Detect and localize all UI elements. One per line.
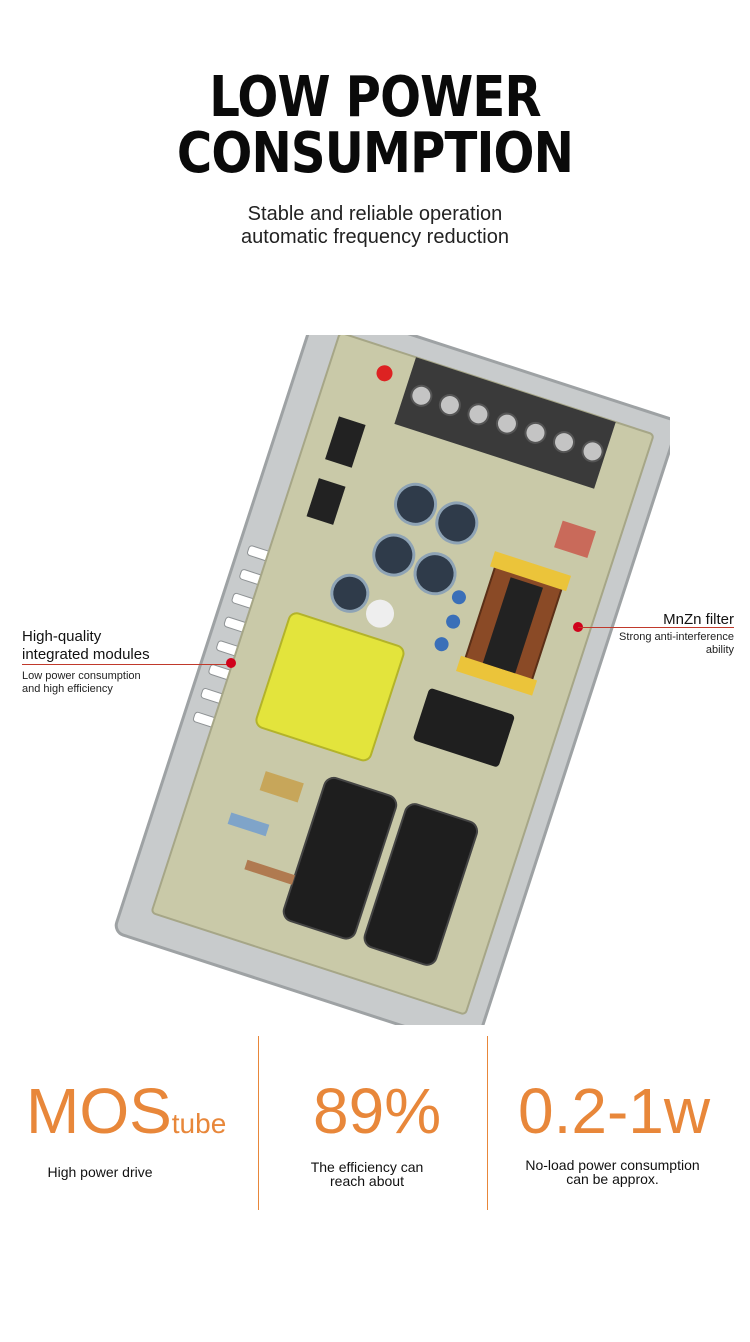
- callout-right-line: [578, 627, 734, 628]
- stat-efficiency-desc: The efficiency can reach about: [287, 1160, 447, 1188]
- callout-right-desc: Strong anti-interference ability: [619, 631, 734, 657]
- stat-noload-value: 0.2-1w: [518, 1075, 711, 1147]
- callout-left-desc-line-1: Low power consumption: [22, 670, 141, 682]
- stat-mos-desc: High power drive: [20, 1165, 180, 1179]
- page-title: LOW POWER CONSUMPTION: [53, 70, 698, 182]
- subtitle-line-2: automatic frequency reduction: [241, 226, 509, 248]
- callout-left-title: High-quality integrated modules: [22, 628, 150, 664]
- transformer: [255, 612, 405, 762]
- callout-right-desc-line-1: Strong anti-interference: [619, 631, 734, 643]
- stats-divider-1: [258, 1036, 259, 1210]
- callout-left-line: [22, 664, 232, 665]
- callout-left-desc: Low power consumption and high efficienc…: [22, 670, 141, 696]
- stat-mos-value: MOStube: [26, 1079, 226, 1156]
- stat-noload-desc: No-load power consumption can be approx.: [500, 1158, 725, 1186]
- stat-efficiency-value: 89%: [313, 1075, 442, 1147]
- callout-right-desc-line-2: ability: [705, 644, 734, 656]
- stat-noload-desc-line-1: No-load power consumption: [525, 1157, 700, 1173]
- stat-noload-desc-line-2: can be approx.: [566, 1171, 659, 1187]
- callout-right-title: MnZn filter: [663, 611, 734, 628]
- stat-mos-desc-line-1: High power drive: [47, 1164, 153, 1180]
- small-capacitors: [330, 482, 479, 628]
- title-line-1: LOW POWER: [209, 65, 541, 130]
- subtitle-line-1: Stable and reliable operation: [247, 203, 503, 225]
- mnzn-filter: [456, 551, 572, 696]
- callout-left-desc-line-2: and high efficiency: [22, 683, 113, 695]
- mos-tube-heatsink: [413, 688, 515, 767]
- callout-left-title-line-1: High-quality: [22, 628, 102, 645]
- pcb: [151, 332, 654, 1015]
- stat-mos-main: MOS: [26, 1075, 172, 1147]
- bulk-capacitors: [282, 776, 479, 966]
- callout-left-dot: [226, 658, 236, 668]
- stat-mos-suffix: tube: [171, 1108, 227, 1139]
- misc-components: [227, 416, 597, 885]
- vent-slots: [192, 545, 271, 728]
- title-line-2: CONSUMPTION: [176, 121, 574, 186]
- callout-left-title-line-2: integrated modules: [22, 646, 150, 663]
- terminal-screws: [410, 384, 604, 463]
- stat-efficiency-desc-line-2: reach about: [330, 1173, 404, 1189]
- stat-efficiency-desc-line-1: The efficiency can: [310, 1159, 424, 1175]
- power-supply-board-image: [114, 305, 678, 1049]
- subtitle: Stable and reliable operation automatic …: [0, 203, 750, 249]
- led-indicator: [376, 365, 393, 382]
- power-supply-illustration: [110, 305, 678, 1049]
- blue-capacitors: [434, 590, 466, 652]
- stats-divider-2: [487, 1036, 488, 1210]
